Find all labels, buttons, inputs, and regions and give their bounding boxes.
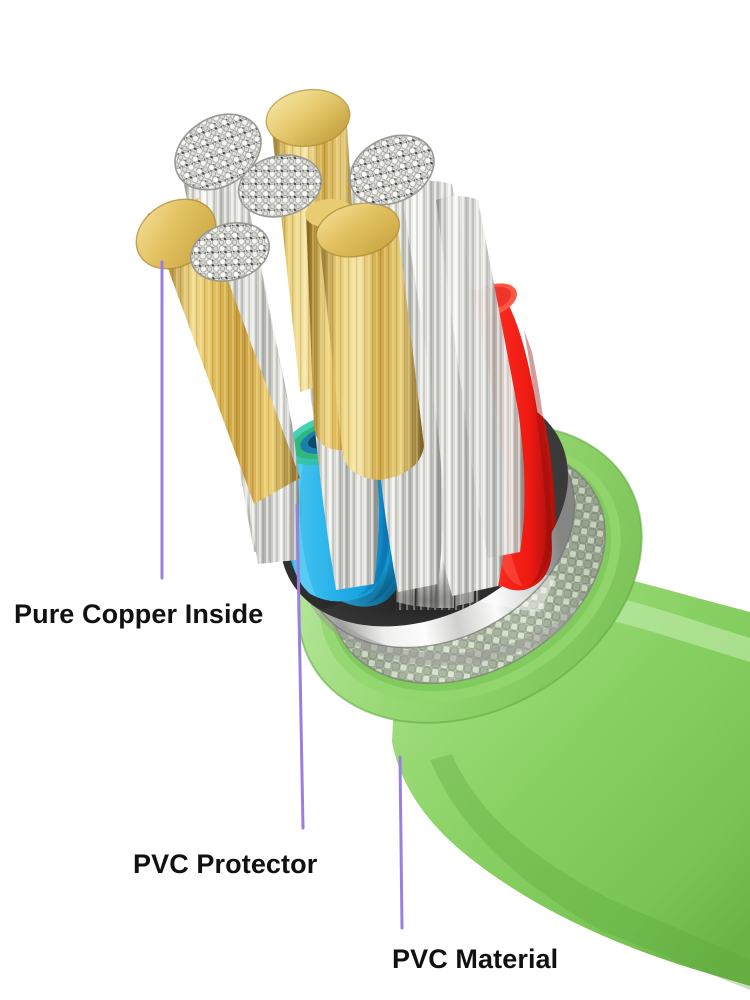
copper-conductor-rods: [135, 88, 424, 504]
stranded-wire-end-faces: [174, 113, 435, 282]
strand-face-lower: [189, 222, 271, 282]
gold-copper-rod-right: [315, 202, 424, 480]
label-pure-copper-inside: Pure Copper Inside: [14, 599, 264, 629]
leader-line-pvc-protector: [295, 503, 305, 830]
leader-line-pvc-material: [398, 755, 404, 930]
strand-face-center: [237, 154, 323, 218]
leader-lines: [160, 260, 404, 930]
label-pvc-protector: PVC Protector: [133, 849, 318, 879]
strand-face-upper-left: [174, 113, 262, 191]
strand-face-upper-right: [349, 134, 435, 206]
label-pvc-material: PVC Material: [392, 944, 559, 974]
